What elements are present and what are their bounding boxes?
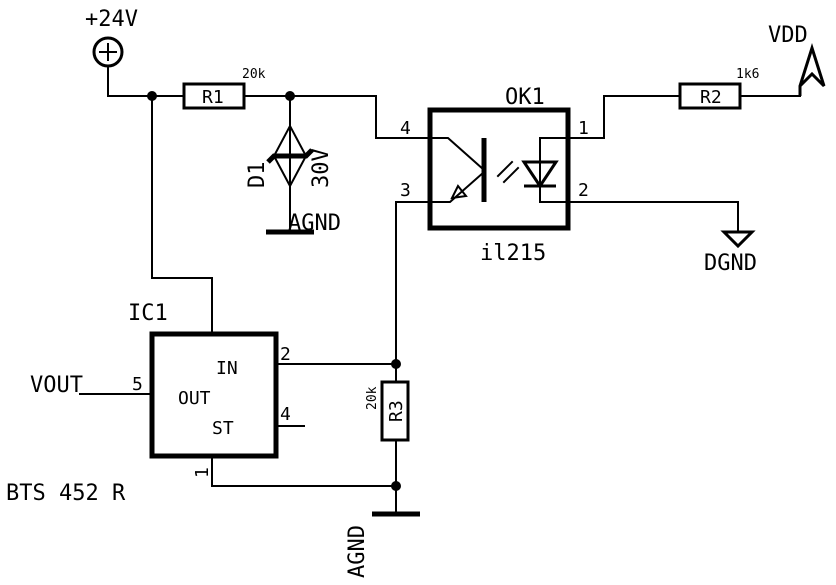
ok1-body [427,107,571,231]
dgnd-label: DGND [704,251,757,276]
ic1-out-label: OUT [178,388,211,409]
r3-value: 20k [365,386,380,410]
agnd-label-top: AGND [288,211,341,236]
r3-name: R3 [386,400,407,422]
junctions [147,91,401,491]
r2-name: R2 [700,87,722,108]
vdd-label: VDD [768,23,808,48]
vdd-arrow-icon [798,43,826,96]
ic1-pin-gnd: 1 [192,467,213,478]
r2-body [678,82,742,110]
ok1-pin-4: 4 [400,118,411,139]
ic1-st-label: ST [212,418,234,439]
zener-diode-icon [266,123,314,189]
agnd-label-bottom: AGND [345,525,370,578]
r1-body [182,82,246,110]
supply-24v-label: +24V [85,7,138,32]
ic1-pin-st: 4 [280,404,291,425]
d1-name: D1 [245,162,270,189]
ok1-pin-2: 2 [578,180,589,201]
ic1-in-label: IN [216,358,238,379]
r2-value: 1k6 [736,67,759,82]
ic1-pin-in: 2 [280,344,291,365]
ok1-pin-3: 3 [400,180,411,201]
r3-body [380,380,410,442]
r1-name: R1 [202,87,224,108]
ok1-name: OK1 [505,85,545,110]
ok1-part: il215 [480,241,546,266]
vout-label: VOUT [30,373,83,398]
ic1-name: IC1 [128,301,168,326]
d1-value: 30V [309,148,334,188]
ic1-pin-out: 5 [132,374,143,395]
ic1-body [149,331,279,459]
optocoupler-icon [429,137,569,203]
supply-24v-symbol [92,36,124,68]
ic1-part: BTS 452 R [6,481,126,506]
dgnd-ground-icon [720,230,756,249]
wires [79,65,801,515]
r1-value: 20k [242,67,266,82]
ok1-pin-1: 1 [578,118,589,139]
